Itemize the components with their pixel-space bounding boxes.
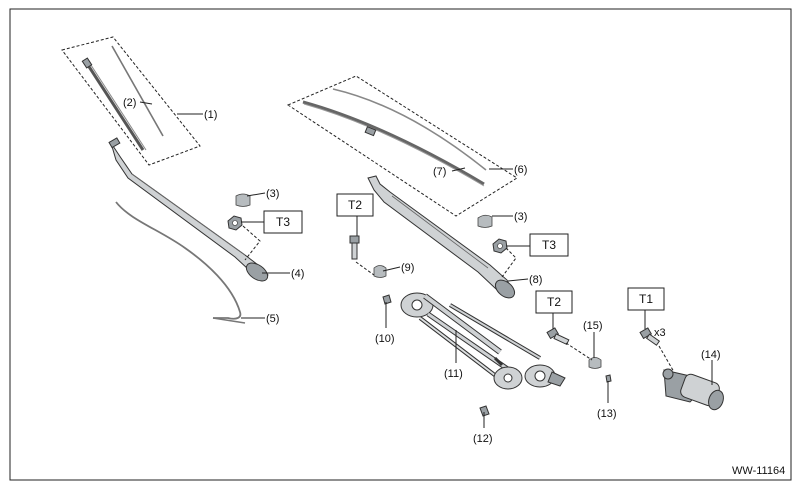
left-wiper-arm	[108, 137, 269, 282]
svg-text:T3: T3	[276, 215, 290, 229]
torque-box-t3-right: T3	[529, 233, 569, 257]
dashed-guide-lines	[242, 225, 675, 373]
left-blade-assembly	[61, 36, 201, 166]
callout-8: (8)	[529, 274, 542, 286]
bolt-left	[349, 235, 360, 260]
right-cap	[477, 214, 493, 228]
callout-12: (12)	[473, 433, 493, 445]
callout-10: (10)	[375, 333, 395, 345]
callout-15: (15)	[583, 320, 603, 332]
svg-text:T1: T1	[639, 292, 653, 306]
bolt-right	[546, 327, 570, 346]
callout-1: (1)	[204, 109, 217, 121]
svg-text:T2: T2	[348, 198, 362, 212]
torque-box-t3-left: T3	[263, 210, 303, 234]
callout-6: (6)	[514, 164, 527, 176]
svg-text:T3: T3	[542, 238, 556, 252]
torque-box-t2-left: T2	[336, 193, 374, 217]
callout-2: (2)	[123, 97, 136, 109]
diagram-frame	[9, 8, 792, 481]
right-wiper-arm	[367, 175, 516, 299]
cap-9	[373, 265, 387, 278]
torque-box-t2-right: T2	[535, 290, 573, 314]
callout-3-left: (3)	[266, 188, 279, 200]
quantity-note: x3	[654, 327, 666, 339]
left-nut	[227, 215, 243, 231]
callout-3-right: (3)	[514, 211, 527, 223]
clip-13	[605, 374, 612, 383]
svg-text:T2: T2	[547, 295, 561, 309]
wiper-motor	[662, 368, 724, 411]
left-cap	[235, 193, 251, 207]
callout-11: (11)	[444, 368, 463, 380]
callout-13: (13)	[597, 408, 617, 420]
left-washer-hose	[115, 201, 246, 324]
clip-10	[382, 294, 392, 305]
leader-lines	[139, 101, 713, 428]
right-blade-assembly	[286, 75, 518, 217]
callout-14: (14)	[701, 349, 721, 361]
figure-code: WW-11164	[732, 465, 785, 477]
motor-bolt	[639, 327, 661, 346]
callout-4: (4)	[291, 268, 304, 280]
torque-box-t1: T1	[627, 287, 665, 311]
callout-7: (7)	[433, 166, 446, 178]
callout-9: (9)	[401, 262, 414, 274]
right-nut	[492, 238, 508, 254]
callout-labels: (1) (2) (3) (3) (4) (5) (6) (7) (8) (9) …	[123, 97, 721, 445]
callout-5: (5)	[266, 313, 279, 325]
clip-12	[479, 405, 490, 417]
wiper-linkage	[400, 292, 566, 390]
cap-15	[588, 357, 602, 369]
